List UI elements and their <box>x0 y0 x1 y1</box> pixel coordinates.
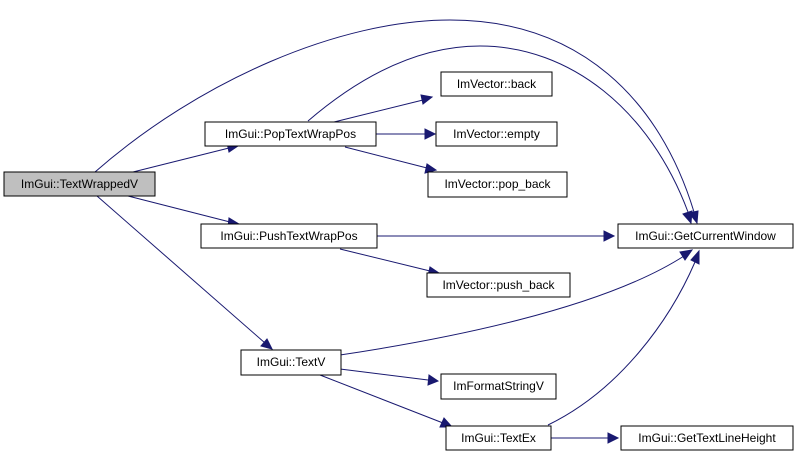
edges <box>94 19 700 444</box>
node-vector-back[interactable]: ImVector::back <box>440 71 553 97</box>
node-label: ImGui::GetTextLineHeight <box>638 431 776 445</box>
arrowhead <box>690 249 700 265</box>
node-push-text-wrap-pos[interactable]: ImGui::PushTextWrapPos <box>200 223 378 249</box>
edge-poptextwrappos-getcurrentwindow <box>307 45 689 213</box>
arrowhead <box>424 128 437 140</box>
node-label: ImGui::TextEx <box>461 431 536 445</box>
node-vector-empty[interactable]: ImVector::empty <box>435 121 558 147</box>
arrowhead <box>607 432 620 444</box>
node-format-string-v[interactable]: ImFormatStringV <box>440 373 557 400</box>
node-label: ImVector::back <box>457 77 537 91</box>
nodes: ImGui::TextWrappedV ImGui::PopTextWrapPo… <box>3 71 794 451</box>
node-label: ImVector::push_back <box>442 278 555 292</box>
node-label: ImGui::PushTextWrapPos <box>220 229 357 243</box>
node-label: ImVector::empty <box>453 127 540 141</box>
node-vector-pop-back[interactable]: ImVector::pop_back <box>427 171 568 198</box>
node-pop-text-wrap-pos[interactable]: ImGui::PopTextWrapPos <box>204 121 377 147</box>
arrowhead <box>260 338 273 350</box>
node-label: ImGui::PopTextWrapPos <box>225 127 356 141</box>
node-get-current-window[interactable]: ImGui::GetCurrentWindow <box>617 223 794 249</box>
node-text-wrapped-v[interactable]: ImGui::TextWrappedV <box>3 171 156 197</box>
node-text-ex[interactable]: ImGui::TextEx <box>445 425 552 451</box>
edge-textwrappedv-getcurrentwindow <box>94 19 695 213</box>
arrowhead <box>427 374 440 386</box>
node-label: ImGui::TextV <box>257 355 326 369</box>
edge-textex-getcurrentwindow <box>547 261 696 426</box>
node-label: ImVector::pop_back <box>444 177 551 191</box>
node-label: ImFormatStringV <box>453 379 544 393</box>
edge-textwrappedv-pushtextwrappos <box>127 195 231 223</box>
arrowhead <box>603 230 616 242</box>
arrowhead <box>682 210 693 225</box>
edge-poptextwrappos-back <box>329 99 424 124</box>
node-vector-push-back[interactable]: ImVector::push_back <box>426 272 571 298</box>
edge-textwrappedv-poptextwrappos <box>132 147 230 173</box>
edge-textv-textex <box>319 374 444 424</box>
arrowhead <box>420 94 434 105</box>
node-text-v[interactable]: ImGui::TextV <box>240 349 342 376</box>
edge-textwrappedv-textv <box>96 195 266 344</box>
arrowhead <box>679 249 694 261</box>
node-get-text-line-height[interactable]: ImGui::GetTextLineHeight <box>620 425 794 451</box>
node-label: ImGui::GetCurrentWindow <box>635 229 776 243</box>
edge-pushtextwrappos-pushback <box>339 248 431 272</box>
edge-textv-formatstringv <box>339 368 429 381</box>
edge-poptextwrappos-popback <box>344 146 428 169</box>
node-label: ImGui::TextWrappedV <box>21 177 138 191</box>
edge-textv-getcurrentwindow <box>339 255 685 356</box>
